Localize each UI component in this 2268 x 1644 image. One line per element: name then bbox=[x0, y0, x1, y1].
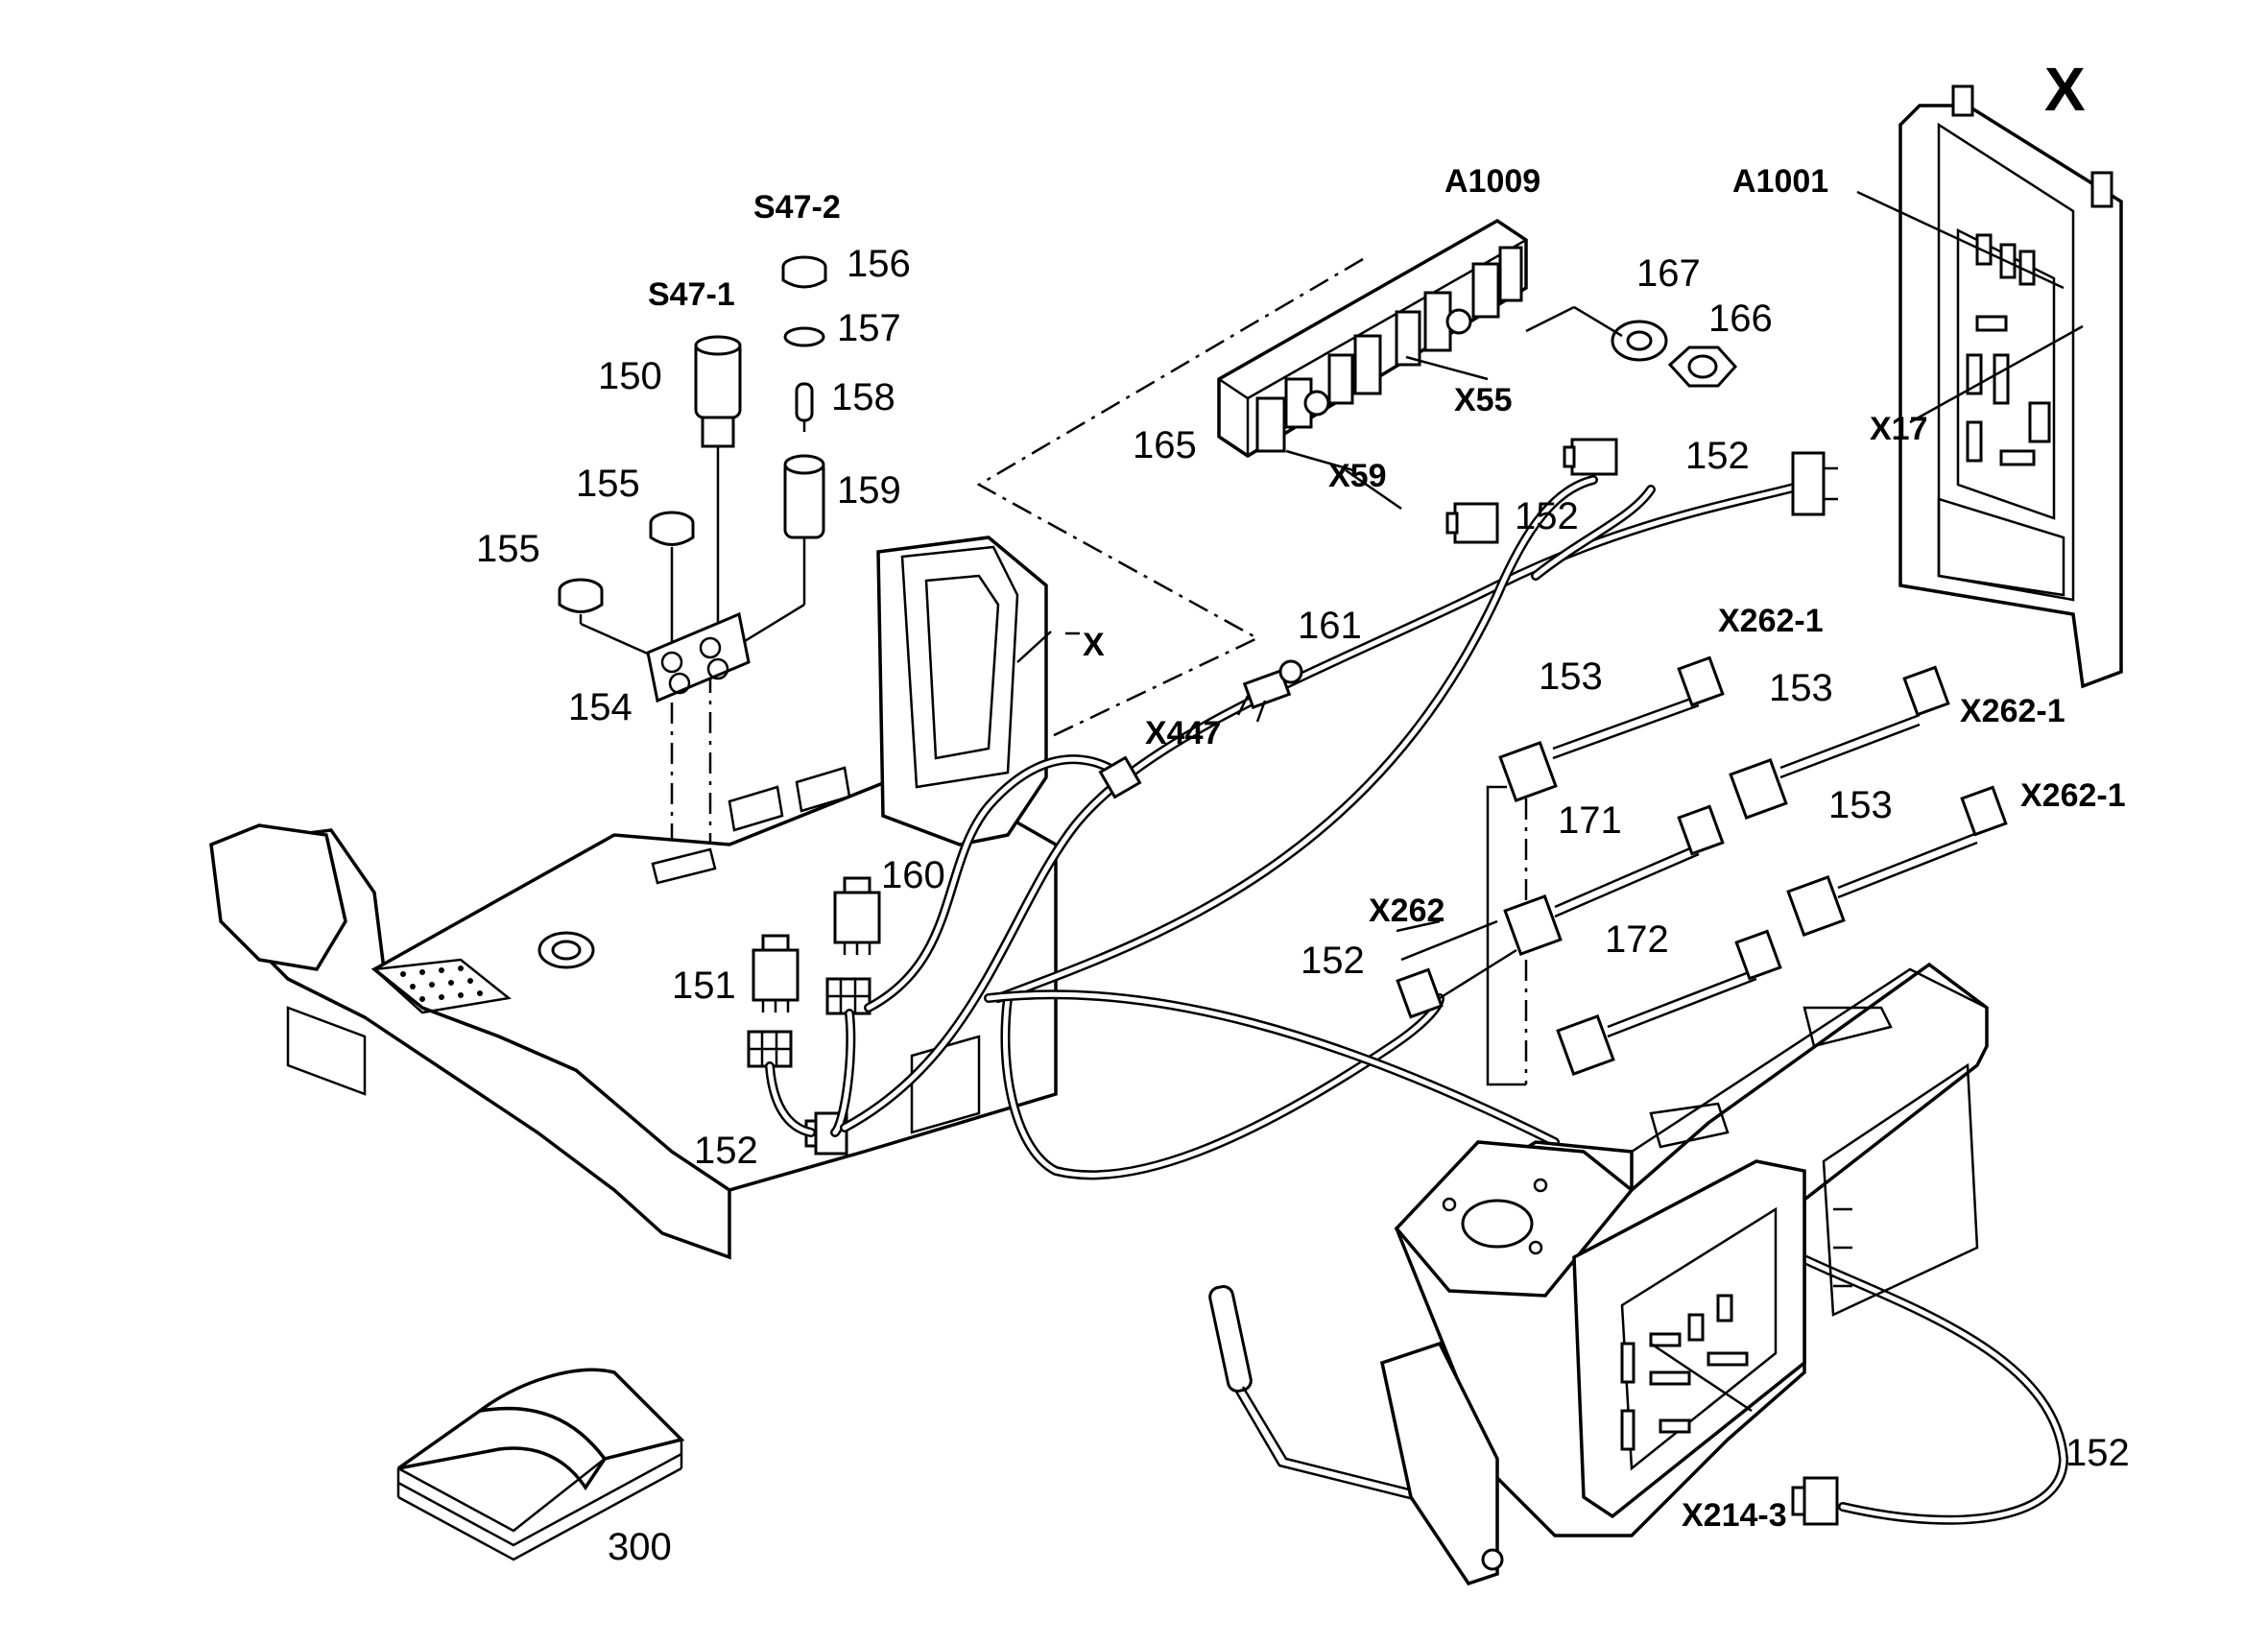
button-155-a bbox=[649, 511, 695, 662]
plate-154 bbox=[646, 611, 751, 703]
bulb-158 bbox=[795, 382, 814, 432]
label-153-c: 153 bbox=[1828, 784, 1893, 826]
label-172: 172 bbox=[1605, 918, 1669, 961]
label-161: 161 bbox=[1298, 605, 1362, 647]
label-300: 300 bbox=[608, 1526, 672, 1568]
label-x262-1-c: X262-1 bbox=[2020, 777, 2126, 814]
label-158: 158 bbox=[831, 376, 895, 418]
label-x262-1-b: X262-1 bbox=[1960, 693, 2065, 729]
ring-157 bbox=[783, 326, 825, 347]
connector-x447 bbox=[1098, 755, 1142, 799]
label-152-b: 152 bbox=[1515, 495, 1579, 537]
connector-x17 bbox=[1791, 451, 1838, 516]
board-a1009 bbox=[1217, 218, 1528, 459]
label-x17: X17 bbox=[1870, 411, 1928, 447]
label-156: 156 bbox=[847, 243, 911, 285]
cap-156 bbox=[781, 255, 827, 289]
connector-152-a bbox=[1563, 438, 1618, 476]
manual-book bbox=[396, 1368, 685, 1561]
label-154: 154 bbox=[568, 686, 633, 728]
connector-x214-3 bbox=[1791, 1476, 1839, 1526]
label-152-c: 152 bbox=[1301, 940, 1365, 982]
wiring-harness bbox=[765, 475, 2069, 1525]
label-a1001: A1001 bbox=[1732, 163, 1828, 200]
label-160: 160 bbox=[881, 854, 945, 896]
label-152-e: 152 bbox=[2065, 1432, 2130, 1474]
label-166: 166 bbox=[1708, 298, 1773, 340]
label-171: 171 bbox=[1558, 799, 1622, 842]
connector-x262 bbox=[1396, 967, 1444, 1019]
nut-166 bbox=[1667, 345, 1738, 388]
label-x: X bbox=[1083, 627, 1105, 663]
label-155-b: 155 bbox=[476, 528, 540, 570]
perforation-dots bbox=[400, 965, 483, 1002]
control-cabinet bbox=[1208, 962, 1989, 1586]
relay-151 bbox=[752, 934, 800, 1013]
label-159: 159 bbox=[837, 469, 901, 512]
cable-153-c bbox=[1786, 785, 2008, 937]
connector-161 bbox=[1236, 659, 1303, 723]
relay-160 bbox=[833, 876, 881, 955]
label-150: 150 bbox=[598, 355, 662, 397]
label-151: 151 bbox=[672, 965, 736, 1007]
cable-153-b bbox=[1729, 665, 1950, 820]
socket-159 bbox=[709, 454, 825, 664]
connector-152-b bbox=[1445, 502, 1499, 544]
leader-lines bbox=[1016, 190, 2084, 1413]
label-152-a: 152 bbox=[1685, 435, 1750, 477]
corner-marker: X bbox=[2044, 55, 2086, 124]
label-x447: X447 bbox=[1145, 715, 1221, 751]
label-s47-2: S47-2 bbox=[753, 189, 841, 226]
label-x59: X59 bbox=[1328, 458, 1387, 494]
operator-console bbox=[209, 536, 1058, 1260]
bracket-lines bbox=[1439, 785, 1526, 1086]
label-x214-3: X214-3 bbox=[1682, 1497, 1787, 1534]
relay-sockets bbox=[747, 977, 871, 1068]
cable-172 bbox=[1556, 929, 1782, 1076]
label-155-a: 155 bbox=[576, 463, 640, 505]
label-x262: X262 bbox=[1369, 893, 1444, 929]
label-153-b: 153 bbox=[1769, 667, 1833, 709]
switch-s47-1 bbox=[694, 335, 742, 624]
label-152-d: 152 bbox=[694, 1130, 758, 1172]
cable-153-a bbox=[1498, 655, 1725, 802]
label-165: 165 bbox=[1133, 424, 1197, 466]
cable-171 bbox=[1503, 804, 1725, 956]
label-s47-1: S47-1 bbox=[648, 276, 735, 313]
label-x55: X55 bbox=[1454, 382, 1513, 418]
washer-167 bbox=[1611, 320, 1668, 362]
label-x262-1-a: X262-1 bbox=[1718, 603, 1824, 639]
label-167: 167 bbox=[1636, 252, 1701, 295]
label-157: 157 bbox=[837, 307, 901, 349]
label-a1009: A1009 bbox=[1444, 163, 1540, 200]
panel-a1001 bbox=[1898, 84, 2123, 689]
label-153-a: 153 bbox=[1539, 655, 1603, 698]
